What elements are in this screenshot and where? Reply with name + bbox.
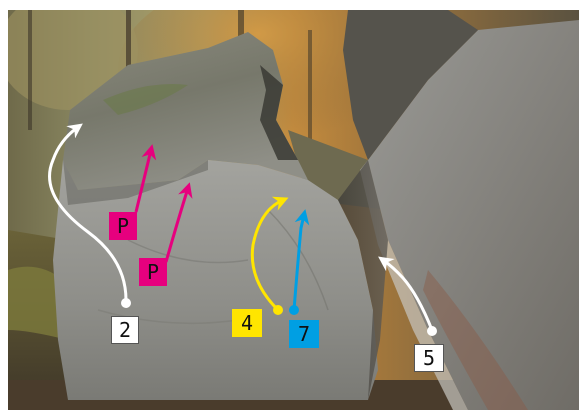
- route-2-line: [48, 123, 128, 301]
- rock-texture: [267, 209, 329, 311]
- route-5-marker: 5: [414, 344, 444, 372]
- route-2-start-dot: [121, 298, 131, 308]
- route-7-start-dot: [289, 305, 299, 315]
- route-5-start-dot: [427, 326, 437, 336]
- moss-on-boulder: [103, 84, 188, 115]
- tree-trunk: [28, 10, 32, 130]
- route-p-upper-line: [134, 144, 157, 213]
- overhang-shadow: [63, 160, 208, 205]
- boulder-scene: [8, 10, 579, 410]
- route-4-line: [250, 196, 289, 312]
- route-7-line: [292, 209, 310, 311]
- rock-crack: [260, 65, 298, 160]
- route-4-marker: 4: [232, 309, 262, 337]
- route-7-marker: 7: [289, 320, 319, 348]
- tree-trunk: [308, 30, 312, 170]
- right-rock-slab: [368, 20, 579, 410]
- boulder-top-block: [63, 32, 308, 190]
- upper-right-rock: [343, 10, 478, 160]
- route-2-marker: 2: [111, 316, 139, 344]
- route-p-lower-line: [164, 182, 193, 263]
- route-5-line: [378, 256, 434, 331]
- rock-texture: [97, 309, 239, 325]
- rock-stain: [423, 270, 528, 410]
- boulder-gap-shadow: [338, 160, 388, 400]
- moss-patch: [8, 266, 68, 340]
- route-p-lower-marker: P: [139, 258, 167, 286]
- tree-trunk: [126, 10, 131, 70]
- rock-texture: [127, 239, 249, 264]
- route-4-start-dot: [273, 305, 283, 315]
- route-p-upper-marker: P: [109, 212, 137, 240]
